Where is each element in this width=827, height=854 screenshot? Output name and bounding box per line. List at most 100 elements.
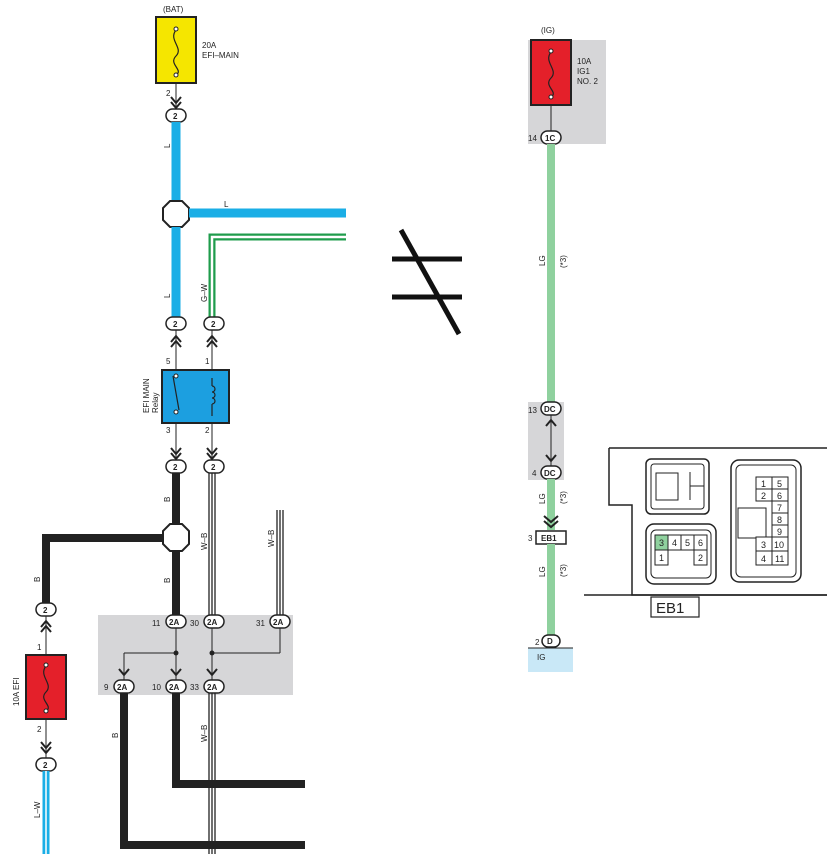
fuse-terminal-top [173,26,179,32]
pin-cell [693,549,708,566]
connector-relay-in-left[interactable]: 2 [165,316,187,331]
ig1-fuse-rating: 10A [577,57,592,66]
connector-efi-fuse-top[interactable]: 2 [35,602,57,617]
connector-label: DC [544,469,556,478]
connector-relay-in-right[interactable]: 2 [203,316,225,331]
wire-LW-label: L–W [33,801,42,818]
relay-body [161,369,230,424]
wire-GW-inner [210,235,346,318]
connector-D[interactable]: D [541,634,561,648]
connector-junction-out-33[interactable]: 2A [203,679,225,694]
connector-junction-out-9[interactable]: 2A [113,679,135,694]
efi-fuse-pin-bottom: 2 [37,725,42,734]
pin-label: 1 [659,553,664,563]
chevron-up-icon [545,418,557,427]
right-pin-grid [755,476,789,566]
cavity-inner [650,529,712,579]
pin-label: 10 [774,540,784,550]
wire-L-top-label: L [163,143,172,148]
connector-label: 2A [169,683,179,692]
wire-GW [208,233,346,318]
junction-splice-dot [209,650,215,656]
chevron-down-icon [543,515,559,529]
connector-DC-top[interactable]: DC [540,401,562,416]
ig1-fuse[interactable] [530,39,572,106]
ig1-fuse-name2: NO. 2 [577,77,598,86]
wire-WB-incoming-label: W–B [267,530,276,547]
wire-WB-bottom-label: W–B [200,725,209,742]
fuse-terminal-top [548,48,554,54]
wire-LG-3-note: (*3) [559,564,568,577]
connector-label: 2 [173,463,178,472]
connector-junction-in-30[interactable]: 2A [203,614,225,629]
pin-label: 2 [761,491,766,501]
chevron-down-icon [170,668,182,677]
d-pin: 2 [535,638,540,647]
connector-DC-bottom[interactable]: DC [540,465,562,480]
wire-B-left-label: B [33,577,42,582]
connector-efi-fuse-bottom[interactable]: 2 [35,757,57,772]
efi-main-fuse[interactable] [155,16,197,84]
connector-junction-in-11[interactable]: 2A [165,614,187,629]
junction-in-pin-11: 11 [152,619,161,628]
wire-LG-1-note: (*3) [559,255,568,268]
pin-label: 4 [761,554,766,564]
efi-main-fuse-rating: 20A [202,41,217,50]
break-slash [398,228,462,336]
connector-1C[interactable]: 1C [540,130,562,145]
chevron-up-icon [40,619,52,633]
relay-name-line1: EFI MAIN [142,378,151,413]
wire-break-symbol [392,228,462,336]
efi-main-relay[interactable] [161,369,230,424]
pin-label: 2 [698,553,703,563]
relay-contact [173,409,179,415]
junction-in-pin-31: 31 [256,619,265,628]
wire-B-bottom-mid [172,693,305,788]
connector-junction-out-10[interactable]: 2A [165,679,187,694]
connector-relay-out-left[interactable]: 2 [165,459,187,474]
connector-label: EB1 [541,534,557,543]
cavity-outline [730,459,802,583]
wire-L-branch-label: L [224,200,229,209]
wire-LG-2-note: (*3) [559,491,568,504]
connector-junction-in-31[interactable]: 2A [269,614,291,629]
junction-splice-dot [173,650,179,656]
wire-LG-2-label: LG [538,493,547,504]
junction-out-pin-33: 33 [190,683,199,692]
junction-in-pin-30: 30 [190,619,199,628]
fuse-terminal-top [43,662,49,668]
wire-B-left [42,534,163,603]
relay-coil-icon [211,378,216,416]
pin-label: 9 [777,527,782,537]
wire-WB-incoming [276,510,284,617]
efi-fuse[interactable] [25,654,67,720]
pin-label: 6 [698,538,703,548]
junction-out-pin-10: 10 [152,683,161,692]
connector-EB1[interactable]: EB1 [535,530,567,545]
wire-B-bottom-left-label: B [111,733,120,738]
connector-label: 2 [173,320,178,329]
dc-bottom-pin: 4 [532,469,537,478]
connector-label: DC [544,405,556,414]
pin-label: 3 [761,540,766,550]
chevron-down-icon [40,741,52,755]
bat-label: (BAT) [163,5,184,14]
connector-efi-main-out[interactable]: 2 [165,108,187,123]
wire-B-relay-label2: B [163,578,172,583]
connector-label: 2A [207,683,217,692]
relay-pin1: 1 [205,357,210,366]
connector-label: D [547,637,553,646]
wire-WB-relay [208,473,216,617]
eb1-pin: 3 [528,534,533,543]
relay-switch-icon [172,375,180,411]
chevron-down-icon [206,447,218,461]
pin-cell [654,549,669,566]
connector-outline [203,679,225,694]
cavity-outline [645,523,717,585]
wire-L-down-label: L [163,293,172,298]
connector-relay-out-right[interactable]: 2 [203,459,225,474]
relay-pin3: 3 [166,426,171,435]
fuse-terminal-bottom [548,94,554,100]
connector-label: 2 [173,112,178,121]
fuse-icon [173,29,179,76]
